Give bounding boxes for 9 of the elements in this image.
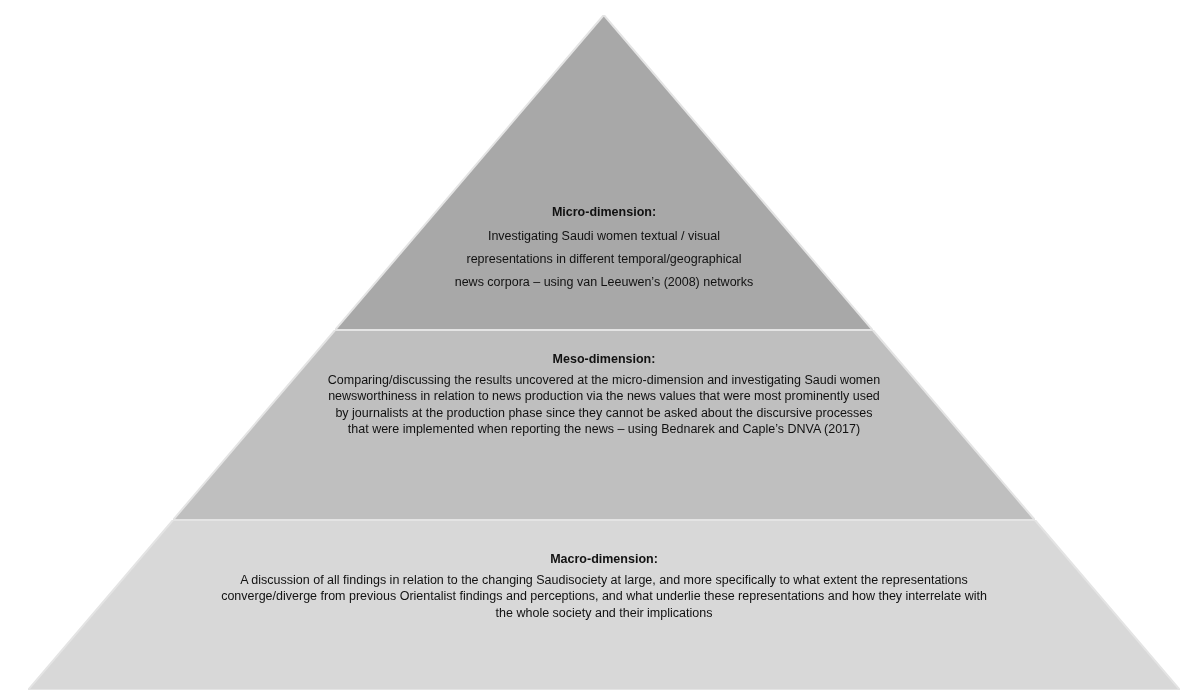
meso-dimension-tier: [173, 330, 1035, 520]
tier-description: Comparing/discussing the results uncovered at the micro-dimension and investigating Saudi women newsworthiness in relation to news production via the news values that were most prominently used by journalists at the production phase since they cannot be asked about the discursive processes that were implemented when reporting the news – using Bednarek and Caple’s DNVA (2017): [326, 372, 882, 437]
tier-heading: Macro-dimension:: [550, 552, 658, 566]
tier-heading: Meso-dimension:: [552, 352, 656, 366]
tier-heading: Micro-dimension:: [551, 205, 657, 219]
micro-dimension-tier: [335, 15, 873, 330]
tier-description: A discussion of all findings in relation to the changing Saudisociety at large, and more specifically to what extent the representations converge/diverge from previous Orientalist findings and perceptions, and what underlie these representations and how they interrelate with the whole society and their implications: [220, 572, 988, 621]
tier-description: Investigating Saudi women textual / visual representations in different temporal/geographical news corpora – using van Leeuwen’s (2008) networks: [454, 228, 754, 292]
macro-dimension-tier: [28, 520, 1180, 690]
